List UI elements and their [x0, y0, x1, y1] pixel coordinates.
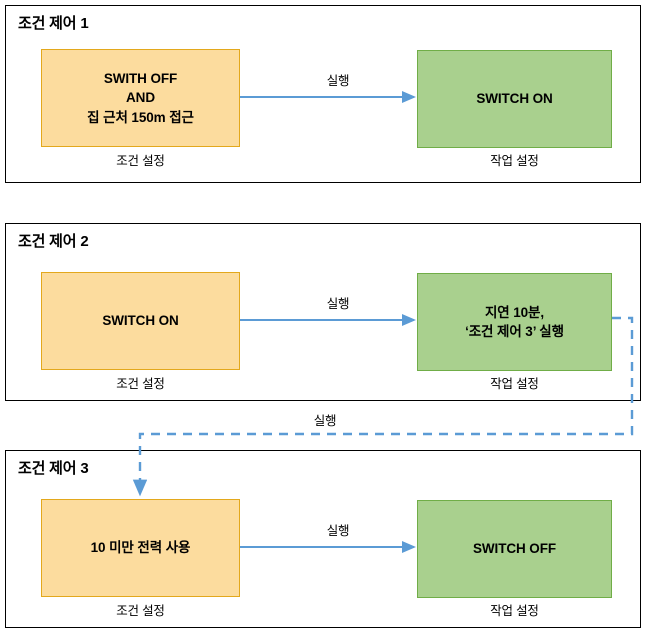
panel-3-title: 조건 제어 3 — [18, 460, 89, 477]
panel-1-action-box[interactable]: SWITCH ON — [417, 50, 612, 148]
panel-3-action-caption: 작업 설정 — [490, 604, 539, 618]
panel-2-condition-box[interactable]: SWITCH ON — [41, 272, 240, 370]
panel-1-condition-box[interactable]: SWITH OFF AND 집 근처 150m 접근 — [41, 49, 240, 147]
panel-3-action-box[interactable]: SWITCH OFF — [417, 500, 612, 598]
feedback-edge-label: 실행 — [313, 414, 337, 428]
panel-3-edge-label: 실행 — [326, 524, 350, 538]
panel-2-action-caption: 작업 설정 — [490, 377, 539, 391]
panel-3-condition-box[interactable]: 10 미만 전력 사용 — [41, 499, 240, 597]
panel-2-action-box[interactable]: 지연 10분, ‘조건 제어 3’ 실행 — [417, 273, 612, 371]
panel-1-edge-label: 실행 — [326, 74, 350, 88]
panel-3-condition-caption: 조건 설정 — [116, 604, 165, 618]
panel-2-title: 조건 제어 2 — [18, 233, 89, 250]
panel-1-condition-caption: 조건 설정 — [116, 154, 165, 168]
panel-2-condition-caption: 조건 설정 — [116, 377, 165, 391]
panel-1-title: 조건 제어 1 — [18, 15, 89, 32]
panel-2-edge-label: 실행 — [326, 297, 350, 311]
panel-1-action-caption: 작업 설정 — [490, 154, 539, 168]
